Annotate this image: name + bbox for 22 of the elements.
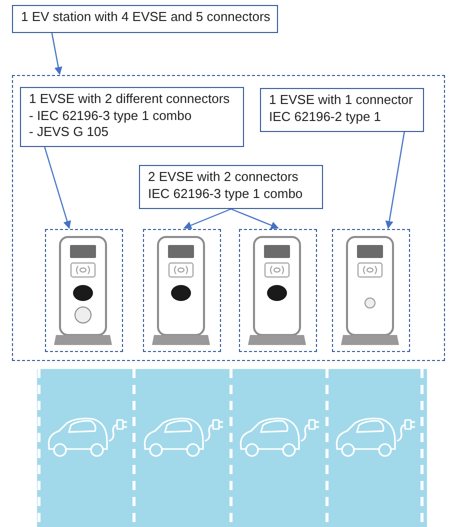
callout-text: 1 EV station with 4 EVSE and 5 connectors <box>21 9 269 26</box>
callout-box <box>139 165 323 209</box>
arrow <box>385 132 405 229</box>
evse-outline <box>239 229 317 352</box>
callout-text: IEC 62196-2 type 1 <box>269 108 382 125</box>
evse-outline <box>45 229 123 352</box>
callout-text: - JEVS G 105 <box>29 124 110 140</box>
callout-text: 1 EVSE with 1 connector <box>269 92 414 108</box>
callout-text: - IEC 62196-3 type 1 combo <box>29 108 193 124</box>
evse-outline <box>143 229 221 352</box>
arrow <box>230 208 279 230</box>
callout-box <box>260 88 424 132</box>
evse-outline <box>332 229 410 352</box>
callout-text: 2 EVSE with 2 connectors <box>148 169 300 186</box>
callout-text: IEC 62196-3 type 1 combo <box>148 186 304 202</box>
callout-text: 1 EVSE with 2 different connectors <box>29 91 231 108</box>
station-outline <box>12 75 445 361</box>
arrow <box>44 146 71 229</box>
arrow <box>183 208 232 230</box>
arrow <box>51 32 62 75</box>
callout-box <box>12 5 278 33</box>
callout-box <box>20 87 244 147</box>
